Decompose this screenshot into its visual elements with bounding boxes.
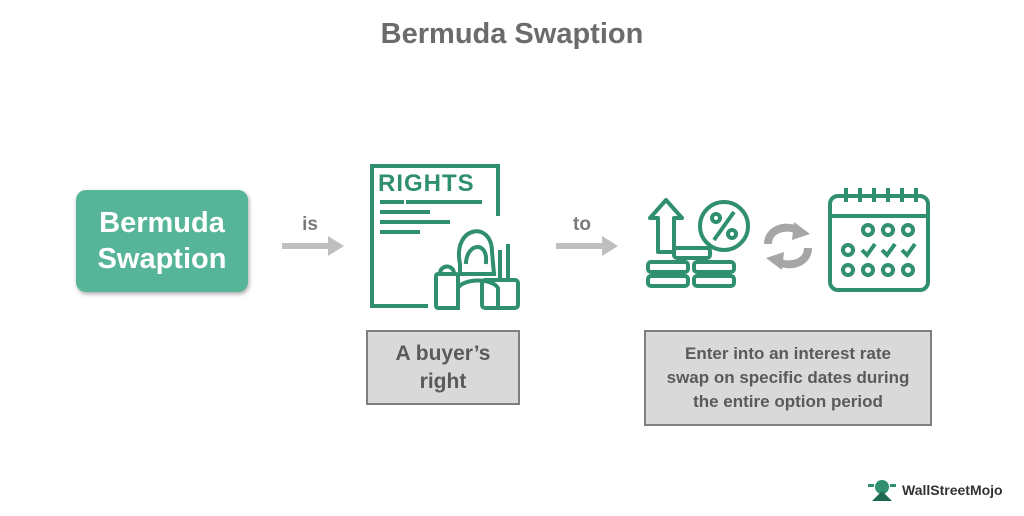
rights-label: RIGHTS — [378, 170, 475, 197]
brand-watermark: WallStreetMojo — [868, 476, 1003, 504]
buyers-right-line2: right — [419, 369, 467, 393]
swap-box-line3: the entire option period — [693, 392, 883, 411]
arrow-right-icon — [556, 236, 618, 256]
connector-to-label: to — [573, 214, 591, 235]
diagram-title: Bermuda Swaption — [380, 18, 644, 50]
main-box-line2: Swaption — [97, 243, 227, 275]
rights-document-icon: RIGHTS — [370, 164, 520, 310]
arrow-right-icon — [282, 236, 344, 256]
connector-is-label: is — [302, 214, 318, 235]
buyers-right-line1: A buyer’s — [395, 341, 491, 365]
brand-name: WallStreetMojo — [902, 482, 1003, 498]
brand-logo-icon — [868, 480, 896, 501]
exchange-arrows-icon — [764, 222, 812, 270]
calendar-icon — [828, 188, 930, 292]
bermuda-swaption-box: Bermuda Swaption — [76, 190, 248, 292]
interest-rate-swap-box: Enter into an interest rate swap on spec… — [644, 330, 932, 426]
buyers-right-box: A buyer’s right — [366, 330, 520, 405]
swap-box-line1: Enter into an interest rate — [685, 344, 891, 363]
percent-growth-icon — [646, 198, 750, 288]
main-box-line1: Bermuda — [99, 207, 225, 239]
swap-box-line2: swap on specific dates during — [666, 368, 910, 387]
